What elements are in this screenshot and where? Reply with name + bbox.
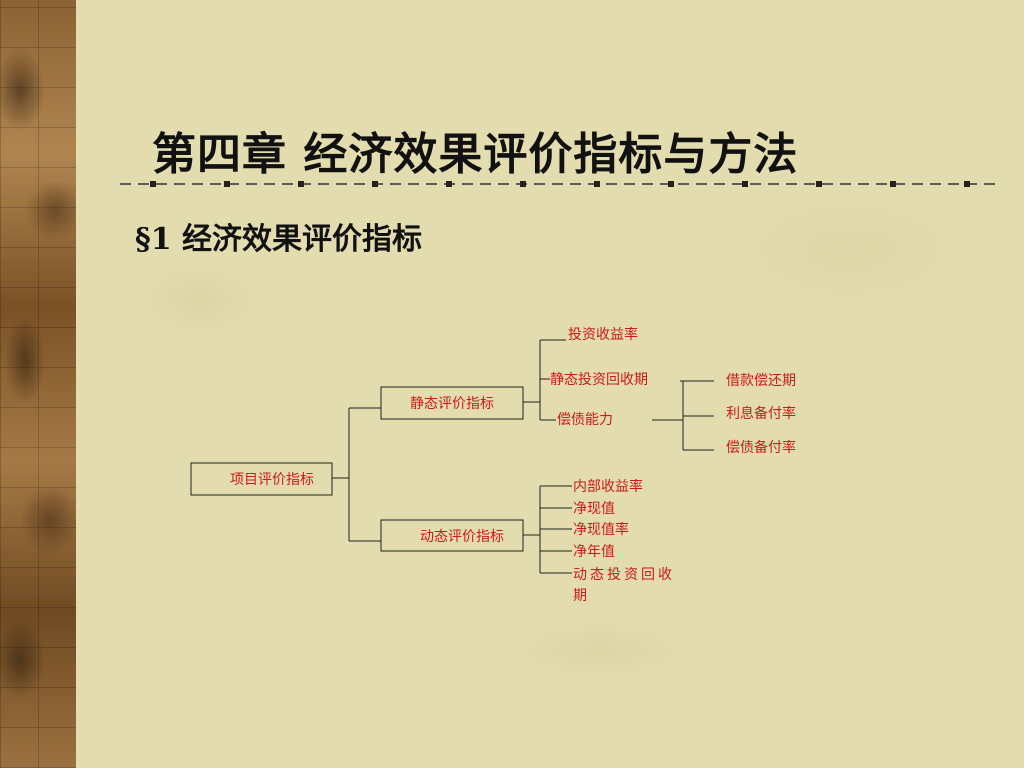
dynamic-child-npv: 净现值 xyxy=(573,501,615,517)
dynamic-indicators-label: 动态评价指标 xyxy=(420,529,504,545)
dynamic-child-irr: 内部收益率 xyxy=(573,478,643,495)
decorative-sidebar xyxy=(0,0,76,768)
divider-square xyxy=(520,181,526,187)
static-indicators-label: 静态评价指标 xyxy=(410,396,494,412)
divider-square xyxy=(964,181,970,187)
dynamic-child-npvr: 净现值率 xyxy=(573,521,629,538)
divider-square xyxy=(594,181,600,187)
section-heading: §1 经济效果评价指标 xyxy=(135,222,423,257)
divider-square xyxy=(150,181,156,187)
divider-square xyxy=(372,181,378,187)
divider-square xyxy=(816,181,822,187)
solvency-child-interest-coverage: 利息备付率 xyxy=(726,405,796,422)
divider-square xyxy=(742,181,748,187)
solvency-child-loan-repayment: 借款偿还期 xyxy=(726,373,796,389)
static-child-solvency: 偿债能力 xyxy=(557,412,613,428)
root-label: 项目评价指标 xyxy=(230,472,314,488)
dynamic-child-nav: 净年值 xyxy=(573,544,615,560)
solvency-child-debt-service-coverage: 偿债备付率 xyxy=(726,439,796,456)
divider-square xyxy=(224,181,230,187)
root-box xyxy=(190,462,333,496)
divider-square xyxy=(298,181,304,187)
divider-square xyxy=(446,181,452,187)
slide-title: 第四章 经济效果评价指标与方法 xyxy=(152,129,799,180)
static-child-payback: 静态投资回收期 xyxy=(550,372,648,388)
static-child-roi: 投资收益率 xyxy=(568,326,638,343)
static-indicators-box xyxy=(380,386,524,420)
divider-square xyxy=(668,181,674,187)
divider-square xyxy=(890,181,896,187)
dynamic-child-dynamic-payback: 动态投资回收 期 xyxy=(573,567,679,604)
